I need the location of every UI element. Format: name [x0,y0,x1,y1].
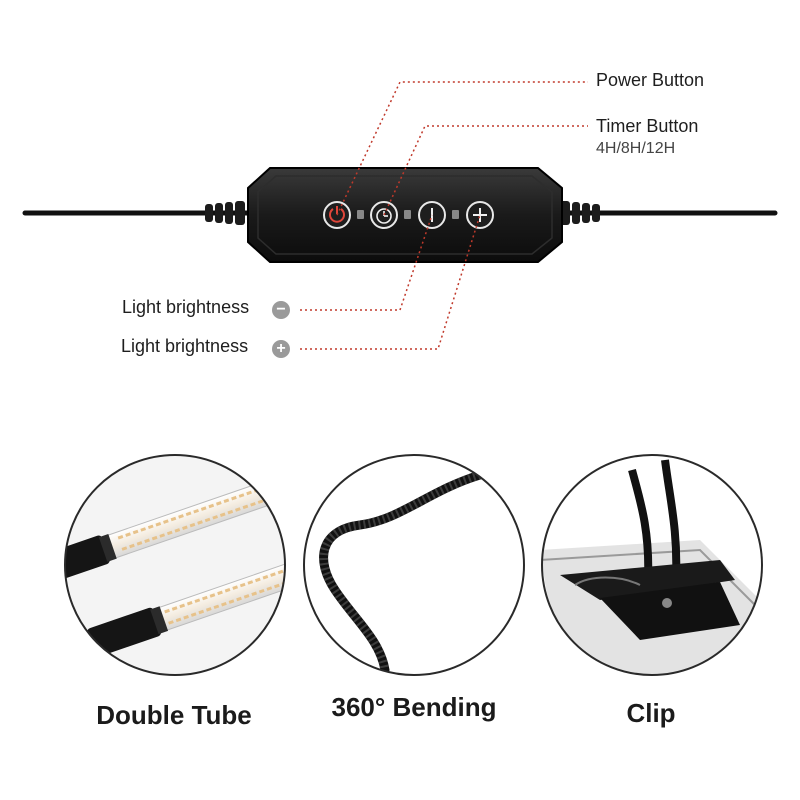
caption-clip: Clip [626,698,676,728]
usb-cable [22,201,778,225]
brightness-down-label: Light brightness [122,297,250,317]
power-icon [329,206,345,223]
power-indicator-led [357,210,364,219]
timer-options-label: 4H/8H/12H [596,140,676,157]
leader-timer [383,125,588,216]
brightness-up-label: Light brightness [121,336,249,356]
minus-icon: − [272,301,290,319]
feature-image-clip [541,454,763,676]
brightness-indicator-led [452,210,459,219]
leader-lines [300,81,588,350]
leader-brightness-up [300,214,481,350]
power-button-label: Power Button [596,70,705,90]
timer-button-label: Timer Button [596,116,699,136]
caption-double-tube: Double Tube [96,700,252,730]
timer-indicator-led [404,210,411,219]
feature-image-double-tube [64,454,286,676]
plus-icon [473,208,487,222]
feature-image-bending [303,454,525,676]
plus-icon: + [272,340,290,358]
brightness-up-button[interactable] [466,201,494,229]
caption-bending: 360° Bending [331,692,497,722]
leader-brightness-down [300,214,433,311]
